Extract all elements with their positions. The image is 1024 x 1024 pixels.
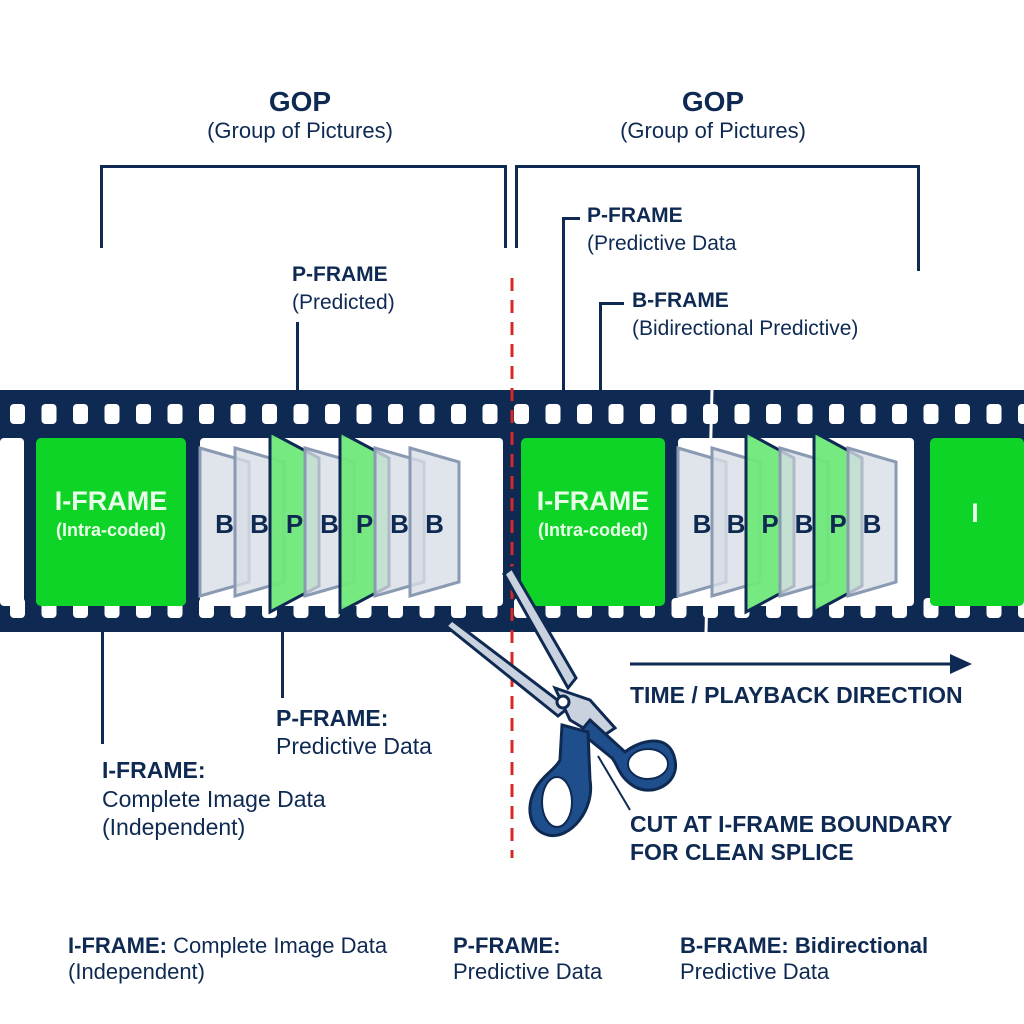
b-frame-label: B [863,509,882,539]
sprocket-hole [482,404,498,424]
iframe-next [930,438,1024,606]
sprocket-hole [955,404,970,424]
b-frame-label: B [795,509,814,539]
gop-title-2: GOP [681,86,745,117]
legend-bframe-title: B-FRAME: Bidirectional [680,933,929,958]
film-window-edge [0,438,24,606]
sprocket-hole [41,404,57,424]
iframe-gop2-subtitle: (Intra-coded) [538,520,648,540]
b-frame-label: B [215,509,234,539]
p-frame-label: P [761,509,778,539]
sprocket-hole [10,404,25,424]
i-frame-bottom-callout-desc1: Complete Image Data [102,786,326,812]
legend-iframe-desc2: (Independent) [68,959,205,984]
legend-pframe-desc2: Predictive Data [453,959,603,984]
legend-iframe-desc1: Complete Image Data [166,933,388,958]
b-frame-label: B [390,509,409,539]
b-frame-callout-title: B-FRAME [632,289,729,312]
legend-pframe-title: P-FRAME: [453,933,561,958]
sprocket-hole [293,404,309,424]
time-direction-label: TIME / PLAYBACK DIRECTION [630,682,963,708]
sprocket-hole [104,404,120,424]
time-arrow-icon [630,654,972,674]
scissors-icon [443,565,677,837]
sprocket-hole [734,404,750,424]
legend-iframe: I-FRAME: Complete Image Data (Independen… [68,933,387,985]
p-frame-right-callout-subtitle: (Predictive Data [587,232,737,255]
sprocket-hole [829,404,844,424]
b-frame-callout-subtitle: (Bidirectional Predictive) [632,317,859,340]
sprocket-hole [797,404,813,424]
iframe-gop2-title: I-FRAME [537,486,649,516]
sprocket-hole [640,404,655,424]
legend-iframe-title: I-FRAME: [68,933,167,958]
iframe-next-label: I [971,498,979,528]
sprocket-hole [451,404,466,424]
cut-note-line2: FOR CLEAN SPLICE [630,839,854,865]
b-frame: B [408,446,461,598]
iframe-gop1-title: I-FRAME [55,486,167,516]
sprocket-hole [545,404,561,424]
sprocket-hole [167,404,183,424]
sprocket-hole [136,404,151,424]
i-frame-bottom-callout-desc2: (Independent) [102,814,246,840]
p-frame-callout-line [296,322,299,392]
gop-subtitle-2: (Group of Pictures) [620,118,806,143]
b-frame-callout-line [599,302,602,392]
b-frame-label: B [727,509,746,539]
legend-pframe: P-FRAME: Predictive Data [453,933,602,985]
sprocket-hole [199,404,214,424]
sprocket-hole [325,404,340,424]
b-frame-shape [846,446,898,598]
p-frame-bottom-callout-desc: Predictive Data [276,733,432,759]
p-frame-label: P [829,509,846,539]
sprocket-hole [860,404,876,424]
p-frame-right-callout-line [562,217,565,392]
cut-note-line1: CUT AT I-FRAME BOUNDARY [630,811,953,837]
p-frame-callout-title: P-FRAME [292,263,388,286]
sprocket-hole [419,404,435,424]
sprocket-hole [923,404,939,424]
p-frame-bottom-callout-title: P-FRAME: [276,705,389,731]
legend-bframe-desc2: Predictive Data [680,959,830,984]
p-frame-label: P [356,509,373,539]
sprocket-hole [671,404,687,424]
b-frame-shape [408,446,461,598]
p-frame-right-callout-title: P-FRAME [587,204,683,227]
sprocket-hole [892,404,907,424]
p-frame-callout-subtitle: (Predicted) [292,291,395,314]
sprocket-hole [577,404,592,424]
b-frame: B [846,446,898,598]
sprocket-hole [608,404,624,424]
sprocket-hole [356,404,372,424]
iframe-gop2 [521,438,665,606]
p-frame-bottom-callout-line [281,632,284,698]
sprocket-hole [1018,404,1024,424]
iframe-gop1-subtitle: (Intra-coded) [56,520,166,540]
i-frame-bottom-callout-title: I-FRAME: [102,757,206,783]
i-frame-bottom-callout-line [101,632,104,744]
legend-bframe: B-FRAME: Bidirectional Predictive Data [680,933,928,985]
b-frame-label: B [425,509,444,539]
p-frame-label: P [286,509,303,539]
sprocket-hole [514,404,529,424]
gop-subtitle-1: (Group of Pictures) [207,118,393,143]
sprocket-hole [388,404,403,424]
gop-title-1: GOP [268,86,332,117]
b-frame-label: B [320,509,339,539]
sprocket-hole [73,404,88,424]
b-frame-label: B [250,509,269,539]
sprocket-hole [986,404,1002,424]
b-frame-label: B [693,509,712,539]
sprocket-hole [766,404,781,424]
sprocket-hole [262,404,277,424]
iframe-gop1 [36,438,186,606]
sprocket-hole [230,404,246,424]
